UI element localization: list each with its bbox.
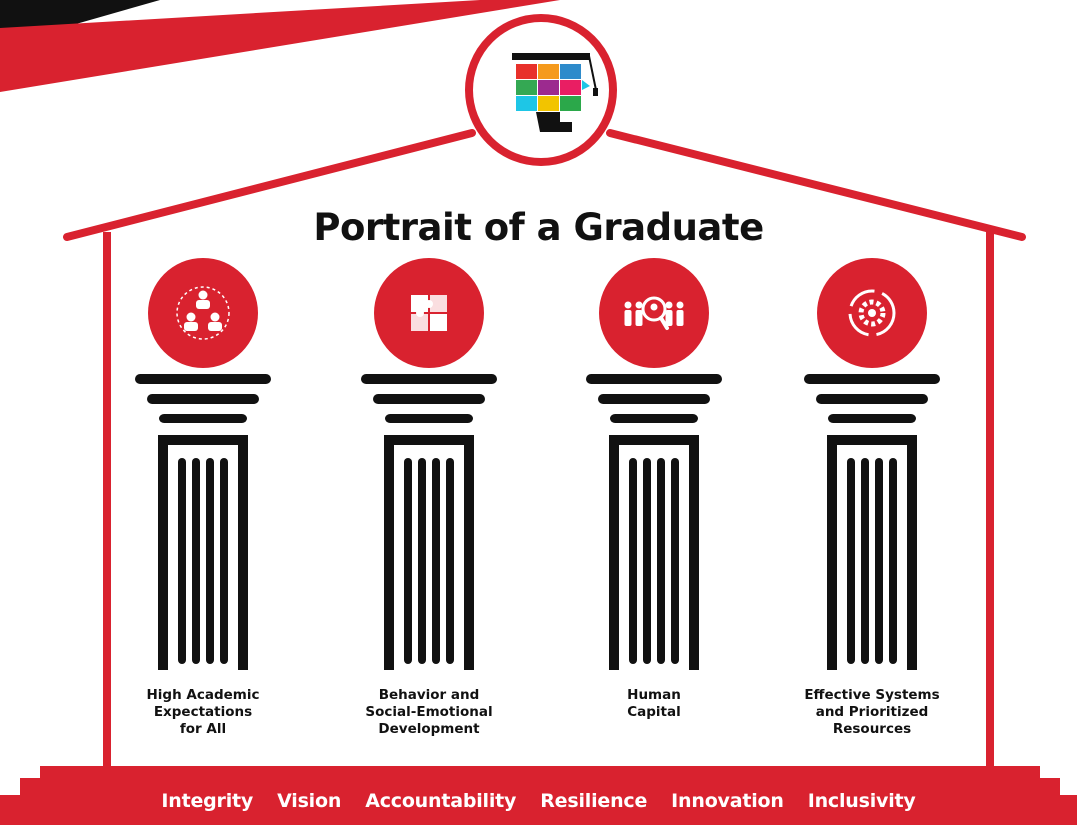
pillar-caption-line: Social-Emotional	[365, 704, 493, 720]
pillar-1	[135, 258, 271, 670]
walls	[103, 232, 994, 770]
puzzle-pieces-icon	[374, 258, 484, 368]
pillar-capital-bar	[147, 394, 259, 404]
page-title: Portrait of a Graduate	[313, 206, 764, 249]
team-network-icon	[148, 258, 258, 368]
pillar-caption-line: Capital	[627, 704, 681, 720]
pillar-caption-line: Development	[378, 721, 480, 737]
pillar-caption-line: Effective Systems	[804, 687, 940, 703]
logo-tile	[560, 80, 581, 95]
logo-nose	[582, 80, 590, 90]
pillars	[135, 258, 940, 670]
pillar-icon-circle	[599, 258, 709, 368]
pillar-shaft	[158, 435, 248, 670]
pillar-caption-line: for All	[179, 721, 227, 737]
pillar-shaft	[609, 435, 699, 670]
people-search-icon	[599, 258, 709, 368]
pillar-2	[361, 258, 497, 670]
pillar-caption-line: Expectations	[153, 704, 253, 720]
pillar-flute	[418, 458, 426, 664]
pillar-caption-line: and Prioritized	[815, 704, 929, 720]
pillar-flute	[657, 458, 665, 664]
pillar-capital-bar	[804, 374, 940, 384]
pillar-flute	[861, 458, 869, 664]
pillar-flute	[178, 458, 186, 664]
pillar-capital-bar	[385, 414, 473, 423]
pillar-flute	[206, 458, 214, 664]
logo-tile	[516, 96, 537, 111]
pillar-capital-bar	[598, 394, 710, 404]
pillar-flute	[432, 458, 440, 664]
roof	[63, 129, 1026, 241]
value-innovation: Innovation	[671, 790, 784, 812]
pillar-icon-circle	[148, 258, 258, 368]
pillar-3	[586, 258, 722, 670]
pillar-caption-line: High Academic	[146, 687, 260, 703]
logo-tile	[516, 64, 537, 79]
pillar-icon-circle	[374, 258, 484, 368]
logo-tile	[516, 80, 537, 95]
pillar-flute	[629, 458, 637, 664]
value-resilience: Resilience	[540, 790, 648, 812]
pillar-4	[804, 258, 940, 670]
pillar-flute	[220, 458, 228, 664]
graduate-head-icon	[516, 64, 590, 132]
pillar-flute	[643, 458, 651, 664]
pillar-flute	[671, 458, 679, 664]
value-integrity: Integrity	[161, 790, 254, 812]
pillar-capital-bar	[135, 374, 271, 384]
pillar-flute	[889, 458, 897, 664]
corner-banner	[0, 0, 560, 92]
pillar-capital-bar	[816, 394, 928, 404]
pillar-caption-line: Behavior and	[378, 687, 480, 703]
pillar-capital-bar	[361, 374, 497, 384]
logo-tile	[538, 80, 559, 95]
logo-tile	[560, 64, 581, 79]
pillar-caption-line: Resources	[832, 721, 912, 737]
pillar-capital-bar	[373, 394, 485, 404]
value-accountability: Accountability	[365, 790, 517, 812]
logo-tile	[538, 64, 559, 79]
pillar-capital-bar	[828, 414, 916, 423]
pillar-flute	[446, 458, 454, 664]
pillar-shaft	[384, 435, 474, 670]
logo	[465, 14, 617, 166]
gear-cycle-icon	[817, 258, 927, 368]
pillar-caption-line: Human	[627, 687, 681, 703]
value-inclusivity: Inclusivity	[807, 790, 916, 812]
logo-tile	[538, 96, 559, 111]
pillar-flute	[192, 458, 200, 664]
pillar-shaft	[827, 435, 917, 670]
logo-neck	[536, 112, 572, 132]
base-steps	[0, 766, 1077, 825]
pillar-flute	[875, 458, 883, 664]
values-bar: Integrity Vision Accountability Resilience I…	[70, 784, 1007, 818]
mortarboard-icon	[512, 53, 598, 96]
value-vision: Vision	[277, 790, 342, 812]
pillar-capital-bar	[610, 414, 698, 423]
logo-tile	[560, 96, 581, 111]
pillar-capital-bar	[159, 414, 247, 423]
pillar-flute	[847, 458, 855, 664]
pillar-flute	[404, 458, 412, 664]
pillar-capital-bar	[586, 374, 722, 384]
